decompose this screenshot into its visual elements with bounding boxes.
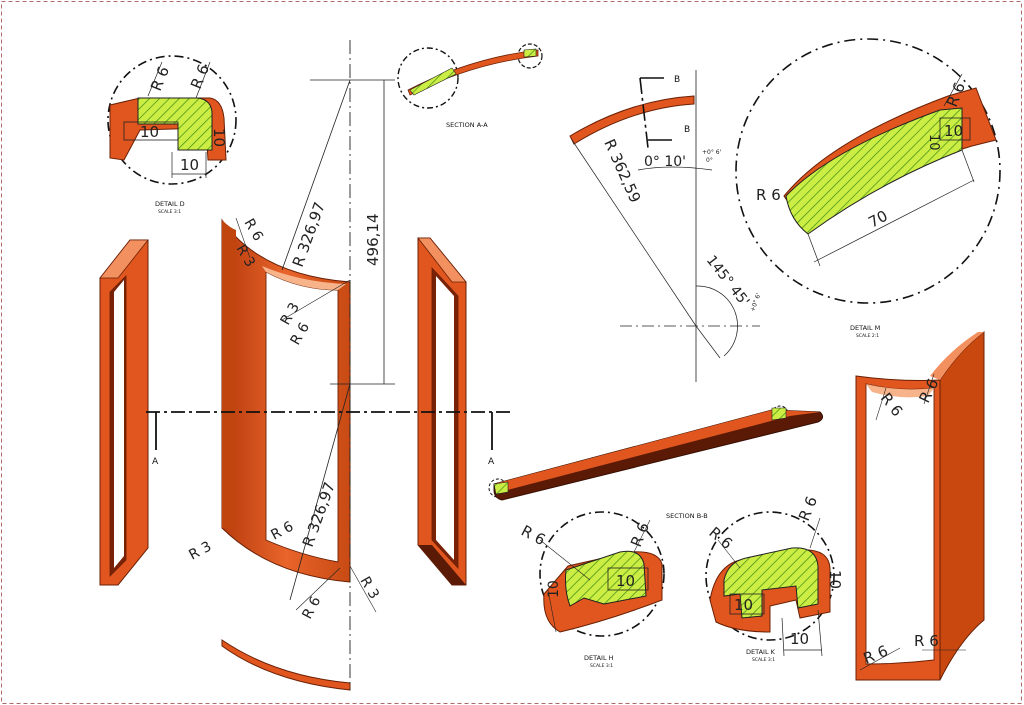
detail-m-title: DETAIL M [850,324,880,332]
detail-h-dim1: 10 [616,572,635,590]
main-frame-opening [265,271,339,563]
detail-d-title: DETAIL D [155,200,185,208]
detail-k-dim1: 10 [734,596,753,614]
section-b-b-title: SECTION B-B [666,512,708,520]
detail-k-dim3: 10 [790,630,809,648]
detail-h-title: DETAIL H [584,654,614,662]
detail-d: R 6 R 6 10 10 10 DETAIL D SCALE 3:1 [107,55,237,215]
section-mark-b-top: B [674,75,680,85]
detail-h: R 6 R 6 10 10 DETAIL H SCALE 3:1 [518,511,665,669]
detail-d-dim2: 10 [180,156,199,174]
angle-145-45: 145° 45' [703,253,752,310]
front-view: A A 496,14 R 326,97 R 326,97 R 6 R 3 R 3… [99,40,510,691]
detail-m-dim-top: 10 [944,122,963,140]
arc-view: B B R 362,59 0° 10' +0° 6' 0° 145° 45' +… [569,70,763,382]
arc-view-part [569,95,695,145]
angle-0-10: 0° 10' [644,154,686,170]
angle-0-10-tol-lo: 0° [706,157,713,164]
radius-r3-bl: R 3 [186,539,214,564]
detail-m: R 6 R 6 10 10 70 DETAIL M SCALE 2:1 [735,38,1001,339]
iso-frame-opening [865,383,935,665]
section-mark-a-left: A [152,457,159,467]
detail-m-dim-side: 10 [926,134,941,151]
detail-m-r-left: R 6 [756,186,781,204]
isometric-view: R 6 R 6 R 6 R 6 [855,330,985,681]
section-a-a: SECTION A-A [397,43,543,129]
detail-k-title: DETAIL K [746,648,776,656]
arc-radius: R 362,59 [600,136,644,205]
detail-m-scale: SCALE 2:1 [856,333,879,339]
detail-d-dim3: 10 [210,128,228,147]
detail-h-r1: R 6 [518,522,548,550]
detail-h-dim2: 10 [546,580,562,598]
section-b-b: SECTION B-B [488,405,824,520]
detail-m-section [785,107,963,235]
height-dimension: 496,14 [364,214,382,267]
bottom-arc [221,639,351,691]
section-mark-b-bottom: B [684,125,690,135]
section-b-b-part [493,409,824,501]
detail-k: R 6 R 6 10 10 10 DETAIL K SCALE 3:1 [705,494,844,663]
angle-145-45-tol: +0° 6' [749,292,762,313]
section-mark-a-right: A [488,457,495,467]
detail-h-scale: SCALE 3:1 [590,663,613,669]
detail-d-dim1: 10 [140,123,159,141]
radius-r3-br: R 3 [357,574,382,602]
detail-k-dim2: 10 [826,570,844,589]
radius-r6-br: R 6 [299,594,324,622]
iso-r-br: R 6 [914,632,939,650]
detail-k-scale: SCALE 3:1 [752,657,775,663]
detail-k-r2: R 6 [795,494,821,524]
detail-h-section [565,550,647,607]
section-a-a-title: SECTION A-A [446,121,488,129]
radius-r6-tl: R 6 [241,216,266,244]
detail-d-section [137,97,213,151]
detail-d-scale: SCALE 3:1 [158,209,181,215]
detail-k-section [723,547,819,619]
iso-frame-back [939,330,985,681]
angle-0-10-tol-up: +0° 6' [702,149,722,156]
